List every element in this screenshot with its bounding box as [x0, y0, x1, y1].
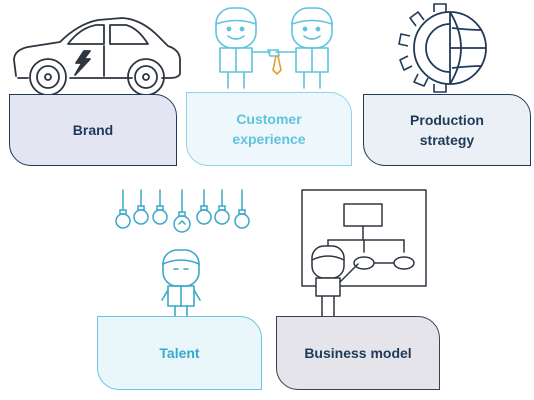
customer-label-line2: experience	[232, 131, 306, 147]
business-model-label: Business model	[304, 344, 412, 361]
customer-label-line1: Customer	[236, 110, 302, 127]
brand-card: Brand	[9, 94, 177, 166]
whiteboard-presenter-icon	[301, 189, 427, 317]
handshake-icon	[215, 7, 333, 89]
talent-card: Talent	[97, 316, 262, 390]
business-model-card: Business model	[276, 316, 440, 390]
production-label-line1: Production	[410, 111, 484, 128]
person-icon	[161, 249, 201, 318]
lightbulbs-icon	[115, 189, 250, 233]
production-strategy-card: Production strategy	[363, 94, 531, 166]
gear-globe-icon	[398, 3, 487, 93]
car-icon	[13, 17, 181, 96]
brand-label: Brand	[72, 121, 114, 138]
customer-experience-card: Customer experience	[186, 92, 352, 166]
production-label-line2: strategy	[419, 132, 475, 148]
talent-label: Talent	[159, 344, 200, 361]
